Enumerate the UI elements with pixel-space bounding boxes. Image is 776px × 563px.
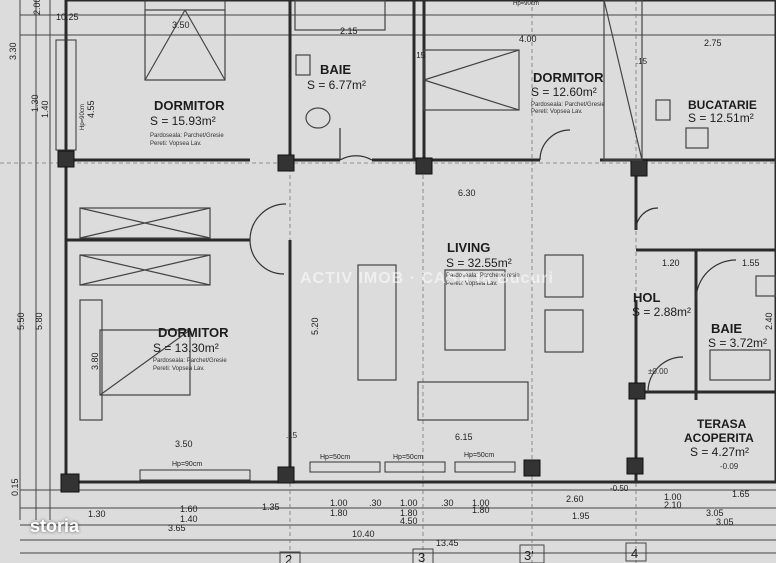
- dim-b1-4: .30: [369, 498, 382, 508]
- room-hol-level: ±0.00: [648, 367, 669, 376]
- axis-label-2: 3': [524, 548, 534, 563]
- room-hol-area: S = 2.88m²: [632, 305, 691, 319]
- dim-b2-6: 3.05: [706, 508, 724, 518]
- dim-inner-5: 3.50: [175, 439, 193, 449]
- dim-left-1: 2.00: [32, 0, 42, 15]
- dim-b1-10: 1.65: [732, 489, 750, 499]
- room-dormitor2-floor: Pardoseala: Parchet/Gresie: [531, 102, 605, 108]
- dim-top-0: 10.25: [56, 12, 79, 22]
- dim-b1-3: 1.00: [330, 498, 348, 508]
- dimension-labels: 10.25 3.50 2.15 4.00 2.75 Hp=90cm 3.30 2…: [8, 0, 774, 548]
- dim-inner-6: 6.15: [455, 432, 473, 442]
- room-dormitor3-floor: Pardoseala: Parchet/Gresie: [153, 358, 227, 364]
- dim-b1-2: 1.35: [262, 502, 280, 512]
- dim-b1-0: 1.30: [88, 509, 106, 519]
- dim-left-7: 5.80: [34, 312, 44, 330]
- dim-top-1: 3.50: [172, 20, 190, 30]
- dim-b2-5: 2.10: [664, 500, 682, 510]
- dim-left-4: 4.55: [86, 100, 96, 118]
- room-baie1-name: BAIE: [320, 62, 351, 77]
- room-bucatarie-name: BUCATARIE: [688, 98, 757, 112]
- dim-b3-1: 4.50: [400, 516, 418, 526]
- dim-left-5: Hp=90cm: [80, 104, 86, 130]
- dim-b1-7: 1.00: [472, 498, 490, 508]
- room-dormitor3-walls: Pereti: Vopsea Lav.: [153, 366, 205, 372]
- dim-left-3: 1.40: [40, 100, 50, 118]
- room-baie2-area: S = 3.72m²: [708, 336, 767, 350]
- axis-label-0: 2: [285, 552, 292, 563]
- room-living-floor: Pardoseala: Parchet/Gresie: [446, 273, 520, 279]
- dim-inner-8: .15: [414, 51, 426, 60]
- dim-b2-1: 1.80: [330, 508, 348, 518]
- dim-inner-7: .15: [286, 431, 298, 440]
- room-hol-name: HOL: [633, 290, 661, 305]
- dim-left-2: 1.30: [30, 94, 40, 112]
- dim-inner-9: .15: [636, 57, 648, 66]
- dim-b3-2: 3.05: [716, 517, 734, 527]
- room-dormitor2-name: DORMITOR: [533, 70, 604, 85]
- dim-b2-0: 1.40: [180, 514, 198, 524]
- room-living-name: LIVING: [447, 240, 490, 255]
- room-dormitor3-name: DORMITOR: [158, 325, 229, 340]
- room-terasa-area: S = 4.27m²: [690, 445, 749, 459]
- dim-window-2: Hp=50cm: [393, 454, 423, 461]
- dim-left-6: 5.50: [16, 312, 26, 330]
- room-baie1-area: S = 6.77m²: [307, 78, 366, 92]
- dim-window-0: Hp=90cm: [172, 461, 202, 468]
- dim-level-0: -0.50: [610, 484, 629, 493]
- dim-b1-5: 1.00: [400, 498, 418, 508]
- dim-top-3: 4.00: [519, 34, 537, 44]
- brand-logo: storia: [30, 516, 80, 536]
- dim-window-1: Hp=50cm: [320, 454, 350, 461]
- dim-inner-4: 2.40: [764, 312, 774, 330]
- room-dormitor1-area: S = 15.93m²: [150, 114, 216, 128]
- room-dormitor1-walls: Pereti: Vopsea Lav.: [150, 141, 202, 147]
- dim-inner-3: 1.55: [742, 258, 760, 268]
- dim-top-5: Hp=90cm: [513, 1, 539, 7]
- doors: [249, 128, 737, 393]
- dim-b2-2: 1.80: [400, 508, 418, 518]
- dim-b1-1: 1.60: [180, 504, 198, 514]
- dim-b4-1: 13.45: [436, 538, 459, 548]
- axis-label-3: 4: [631, 546, 638, 561]
- dim-left-0: 3.30: [8, 42, 18, 60]
- room-living-area: S = 32.55m²: [446, 256, 512, 270]
- dim-inner-0: 6.30: [458, 188, 476, 198]
- dim-top-4: 2.75: [704, 38, 722, 48]
- room-dormitor1-floor: Pardoseala: Parchet/Gresie: [150, 133, 224, 139]
- columns: [57, 150, 648, 493]
- dim-b1-9: 1.00: [664, 492, 682, 502]
- room-dormitor2-walls: Pereti: Vopsea Lav.: [531, 109, 583, 115]
- dim-window-3: Hp=50cm: [464, 452, 494, 459]
- dim-b1-6: .30: [441, 498, 454, 508]
- dim-left-9: 0.15: [10, 478, 20, 496]
- watermark: ACTIV IMOB · CASA ta Bucuri: [300, 270, 554, 287]
- axis-label-1: 3: [418, 550, 425, 563]
- room-dormitor1-name: DORMITOR: [154, 98, 225, 113]
- dim-b4-0: 10.40: [352, 529, 375, 539]
- dim-left-8: 3.80: [90, 352, 100, 370]
- furniture: [79, 0, 776, 421]
- room-dormitor2-area: S = 12.60m²: [531, 85, 597, 99]
- dim-inner-1: 5.20: [310, 317, 320, 335]
- dim-b2-4: 1.95: [572, 511, 590, 521]
- room-dormitor3-area: S = 13.30m²: [153, 341, 219, 355]
- dimension-lines: [19, 0, 776, 554]
- room-bucatarie-area: S = 12.51m²: [688, 111, 754, 125]
- axis-markers: 2 3 3' 4: [279, 542, 647, 563]
- room-living-walls: Pereti: Vopsea Lav.: [446, 281, 498, 287]
- dim-top-2: 2.15: [340, 26, 358, 36]
- room-baie2-name: BAIE: [711, 321, 742, 336]
- dim-inner-2: 1.20: [662, 258, 680, 268]
- dim-b1-8: 2.60: [566, 494, 584, 504]
- dim-b3-0: 3.65: [168, 523, 186, 533]
- room-labels: DORMITOR S = 15.93m² Pardoseala: Parchet…: [150, 62, 767, 471]
- room-terasa-level: -0.09: [720, 462, 739, 471]
- dim-b2-3: 1.80: [472, 505, 490, 515]
